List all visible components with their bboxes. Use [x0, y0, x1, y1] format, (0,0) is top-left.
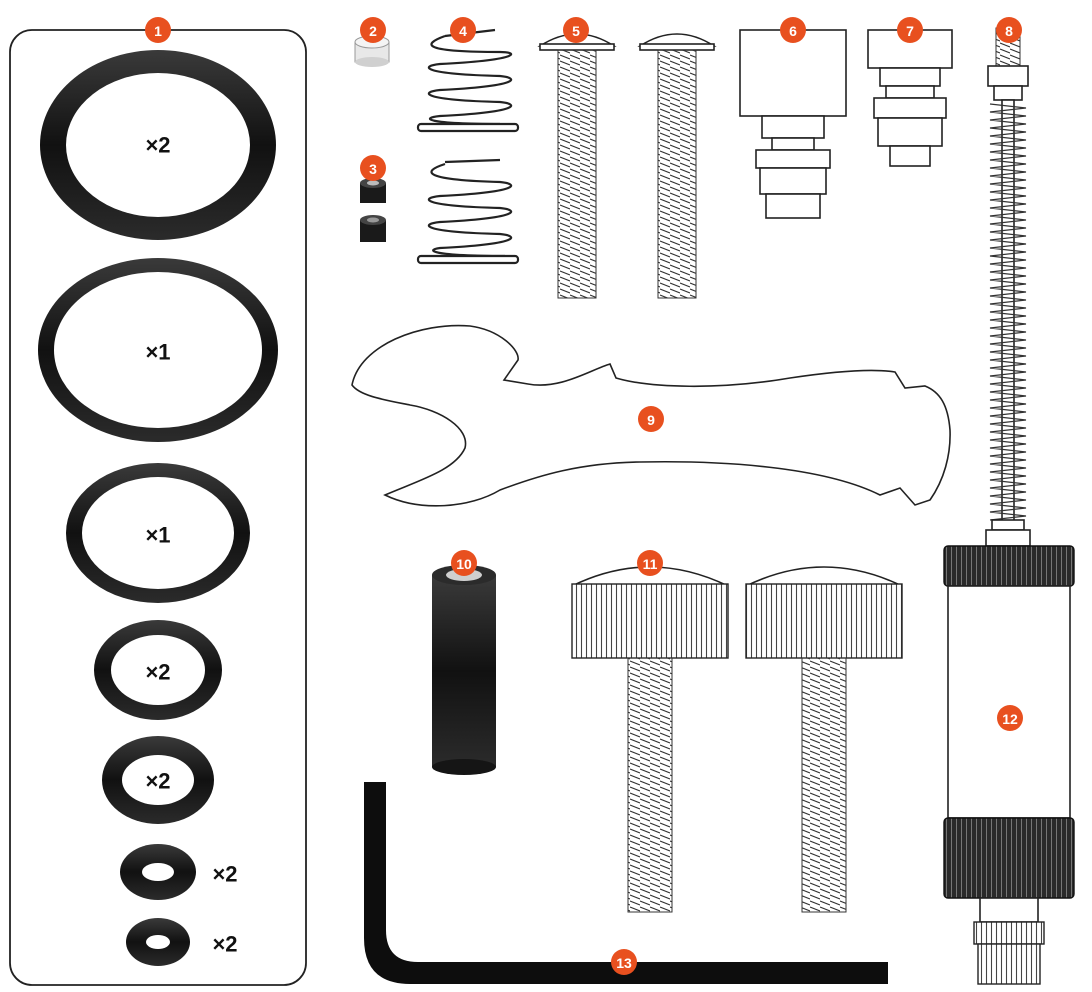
hex-key-part: [364, 782, 888, 984]
o-ring-quantity: ×2: [212, 862, 237, 887]
badge-circle: [996, 17, 1022, 43]
badge-circle: [780, 17, 806, 43]
badge-circle: [638, 406, 664, 432]
badge-circle: [997, 705, 1023, 731]
badge-number: 8: [1005, 23, 1013, 39]
badge-circle: [897, 17, 923, 43]
badge-number: 11: [643, 556, 658, 572]
badge-circle: [637, 550, 663, 576]
part-number-badge: 11: [637, 550, 663, 576]
shock-shaft-assembly: [985, 27, 1031, 547]
badge-circle: [145, 17, 171, 43]
part-number-badge: 7: [897, 17, 923, 43]
screw-part-left: [537, 33, 617, 299]
part-number-badge: 9: [638, 406, 664, 432]
badge-number: 1: [154, 23, 162, 39]
badge-circle: [611, 949, 637, 975]
badge-number: 7: [906, 23, 914, 39]
washer-part: [354, 35, 390, 67]
fitting-part-large: [739, 29, 847, 219]
coil-spring: [989, 103, 1027, 521]
bushing-part-upper: [360, 178, 386, 203]
badge-number: 2: [369, 23, 377, 39]
part-number-badge: 3: [360, 155, 386, 181]
badge-number: 12: [1002, 711, 1018, 727]
o-ring-small-1: [102, 736, 214, 824]
o-ring-small-3: [126, 918, 190, 966]
o-ring-quantity: ×2: [212, 932, 237, 957]
o-ring-quantity: ×1: [145, 340, 170, 365]
part-number-badge: 12: [997, 705, 1023, 731]
coil-spring-path: [989, 103, 1027, 521]
o-ring-large-1: [40, 50, 276, 240]
badge-number: 9: [647, 412, 655, 428]
thumb-screw-part-right: [745, 566, 903, 913]
badge-number: 6: [789, 23, 797, 39]
spring-part-upper: [416, 28, 520, 133]
part-number-badge: 2: [360, 17, 386, 43]
bushing-part-lower: [360, 215, 386, 242]
o-ring-large-2: [38, 258, 278, 442]
part-number-badge: 5: [563, 17, 589, 43]
part-number-badge: 13: [611, 949, 637, 975]
spring-part-lower: [416, 158, 520, 265]
shock-body: [943, 545, 1075, 985]
o-ring-medium-1: [66, 463, 250, 603]
part-number-badge: 1: [145, 17, 171, 43]
o-ring-quantity: ×2: [145, 133, 170, 158]
fitting-part-small: [867, 29, 953, 167]
part-number-badge: 4: [450, 17, 476, 43]
badge-circle: [451, 550, 477, 576]
badge-number: 10: [456, 556, 472, 572]
o-ring-small-2: [120, 844, 196, 900]
badge-circle: [450, 17, 476, 43]
sleeve-part: [432, 565, 496, 775]
part-number-badge: 8: [996, 17, 1022, 43]
part-number-badge: 10: [451, 550, 477, 576]
badge-circle: [563, 17, 589, 43]
part-number-badge: 6: [780, 17, 806, 43]
badge-number: 13: [616, 955, 632, 971]
thumb-screw-part-left: [571, 566, 729, 913]
o-ring-quantity: ×1: [145, 523, 170, 548]
badge-number: 3: [369, 161, 377, 177]
screw-part-right: [637, 33, 717, 299]
badge-circle: [360, 17, 386, 43]
badge-circle: [360, 155, 386, 181]
badge-number: 4: [459, 23, 467, 39]
o-ring-quantity: ×2: [145, 769, 170, 794]
o-ring-quantity: ×2: [145, 660, 170, 685]
badge-number: 5: [572, 23, 580, 39]
o-ring-medium-2: [94, 620, 222, 720]
